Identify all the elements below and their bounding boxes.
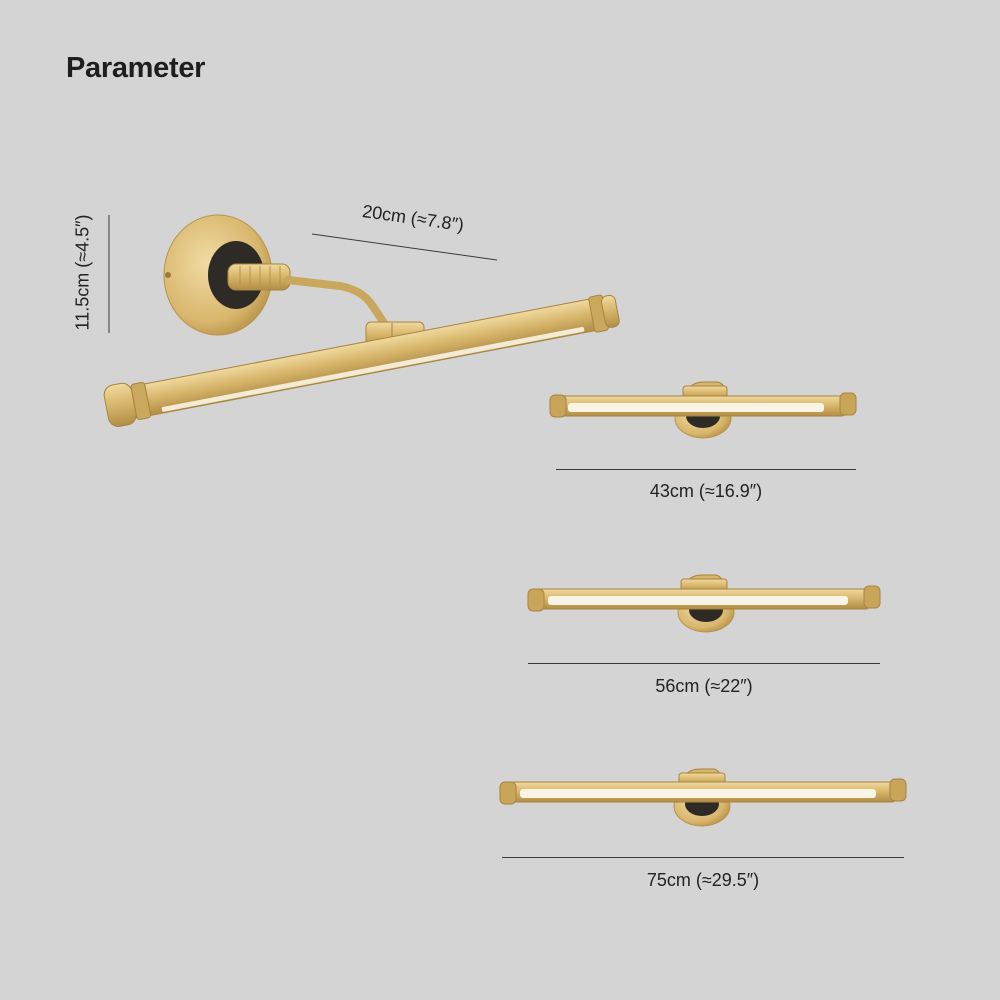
size-75-label: 75cm (≈29.5″) — [646, 870, 760, 890]
page-title: Parameter — [66, 52, 206, 84]
lamp-arm — [284, 276, 390, 330]
size-56-dimension-line — [528, 663, 880, 664]
size-43-dimension-line — [556, 469, 856, 470]
size-variant-75-illustration — [499, 768, 907, 827]
size-variant-56-illustration — [527, 574, 881, 633]
main-lamp-bar — [103, 294, 620, 427]
arm-connector — [227, 263, 291, 291]
depth-dimension-line — [311, 233, 498, 261]
size-56-label: 56cm (≈22″) — [655, 676, 753, 696]
size-75-dimension-line — [502, 857, 904, 858]
size-variant-43-illustration — [549, 381, 857, 439]
height-dimension-label: 11.5cm (≈4.5″) — [72, 214, 93, 331]
size-43-label: 43cm (≈16.9″) — [649, 481, 763, 501]
